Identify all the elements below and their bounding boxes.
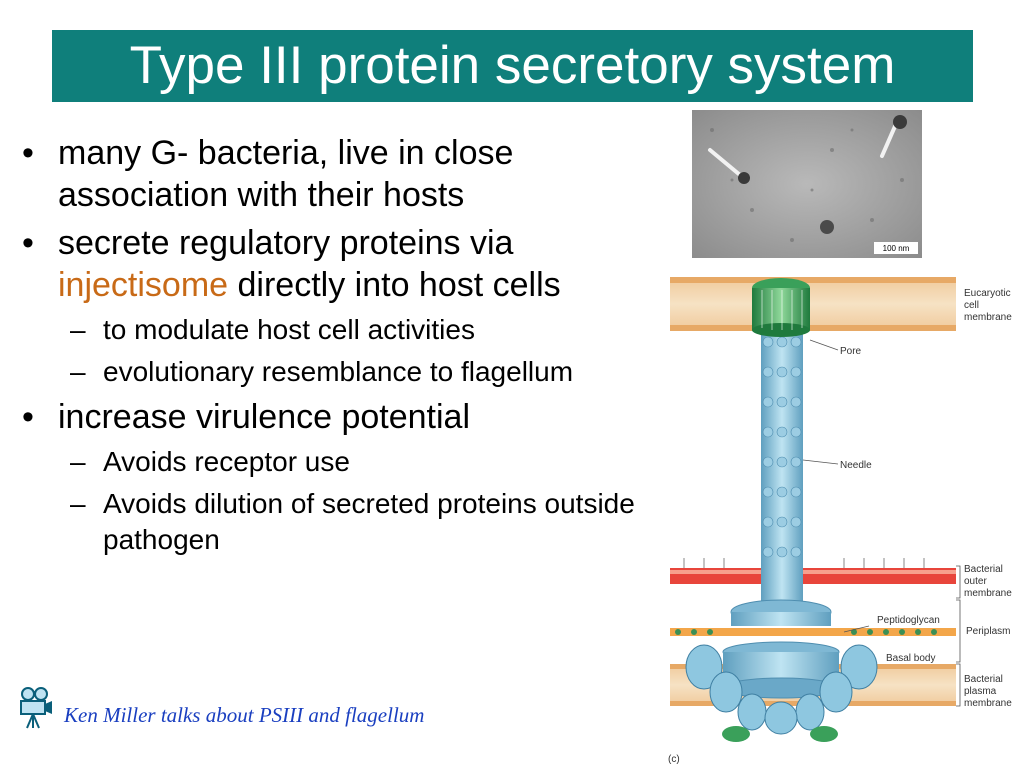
sub-bullet-text: to modulate host cell activities xyxy=(103,314,475,345)
dash-marker: – xyxy=(70,488,86,519)
video-link-label[interactable]: Ken Miller talks about PSIII and flagell… xyxy=(64,702,425,727)
dash-marker: – xyxy=(70,314,86,345)
label-eukaryotic-2: cell xyxy=(964,300,979,311)
slide-title: Type III protein secretory system xyxy=(52,30,973,102)
dash-marker: – xyxy=(70,356,86,387)
injectisome-term: injectisome xyxy=(58,266,229,304)
injectisome-diagram: Eucaryotic cell membrane Pore Needle Bac… xyxy=(664,272,1024,768)
label-outer-1: Bacterial xyxy=(964,564,1003,575)
sub-bullet-text: evolutionary resemblance to flagellum xyxy=(103,356,574,387)
bullet-item: • secrete regulatory proteins via inject… xyxy=(18,222,648,306)
label-needle: Needle xyxy=(840,460,872,471)
label-periplasm: Periplasm xyxy=(966,626,1010,637)
panel-label: (c) xyxy=(668,754,680,765)
bullet-text-part: directly into host cells xyxy=(228,266,561,304)
electron-micrograph: 100 nm xyxy=(692,110,922,258)
sub-bullet-text: Avoids dilution of secreted proteins out… xyxy=(103,488,635,555)
bullet-marker: • xyxy=(22,224,34,262)
bullet-item: • many G- bacteria, live in close associ… xyxy=(18,132,648,216)
label-pore: Pore xyxy=(840,346,862,357)
sub-bullet-item: – Avoids receptor use xyxy=(18,444,648,480)
film-camera-icon[interactable] xyxy=(18,686,54,735)
video-link[interactable]: Ken Miller talks about PSIII and flagell… xyxy=(18,686,538,735)
bullet-text-part: secrete regulatory proteins via xyxy=(58,224,514,262)
scale-bar-label: 100 nm xyxy=(883,244,910,253)
label-eukaryotic-3: membrane xyxy=(964,312,1012,323)
sub-bullet-text: Avoids receptor use xyxy=(103,446,350,477)
label-basal-body: Basal body xyxy=(886,653,935,664)
label-peptidoglycan: Peptidoglycan xyxy=(877,615,940,626)
sub-bullet-item: – Avoids dilution of secreted proteins o… xyxy=(18,486,648,558)
bullet-text: secrete regulatory proteins via injectis… xyxy=(58,224,561,304)
label-plasma-3: membrane xyxy=(964,698,1012,709)
label-outer-3: membrane xyxy=(964,588,1012,599)
label-plasma-1: Bacterial xyxy=(964,674,1003,685)
label-eukaryotic-1: Eucaryotic xyxy=(964,288,1011,299)
dash-marker: – xyxy=(70,446,86,477)
bullet-marker: • xyxy=(22,398,34,436)
bullet-list: • many G- bacteria, live in close associ… xyxy=(18,132,648,564)
bullet-marker: • xyxy=(22,134,34,172)
bullet-item: • increase virulence potential xyxy=(18,396,648,438)
sub-bullet-item: – to modulate host cell activities xyxy=(18,312,648,348)
label-plasma-2: plasma xyxy=(964,686,997,697)
label-outer-2: outer xyxy=(964,576,987,587)
bullet-text: increase virulence potential xyxy=(58,398,471,436)
sub-bullet-item: – evolutionary resemblance to flagellum xyxy=(18,354,648,390)
bullet-text: many G- bacteria, live in close associat… xyxy=(58,134,514,214)
